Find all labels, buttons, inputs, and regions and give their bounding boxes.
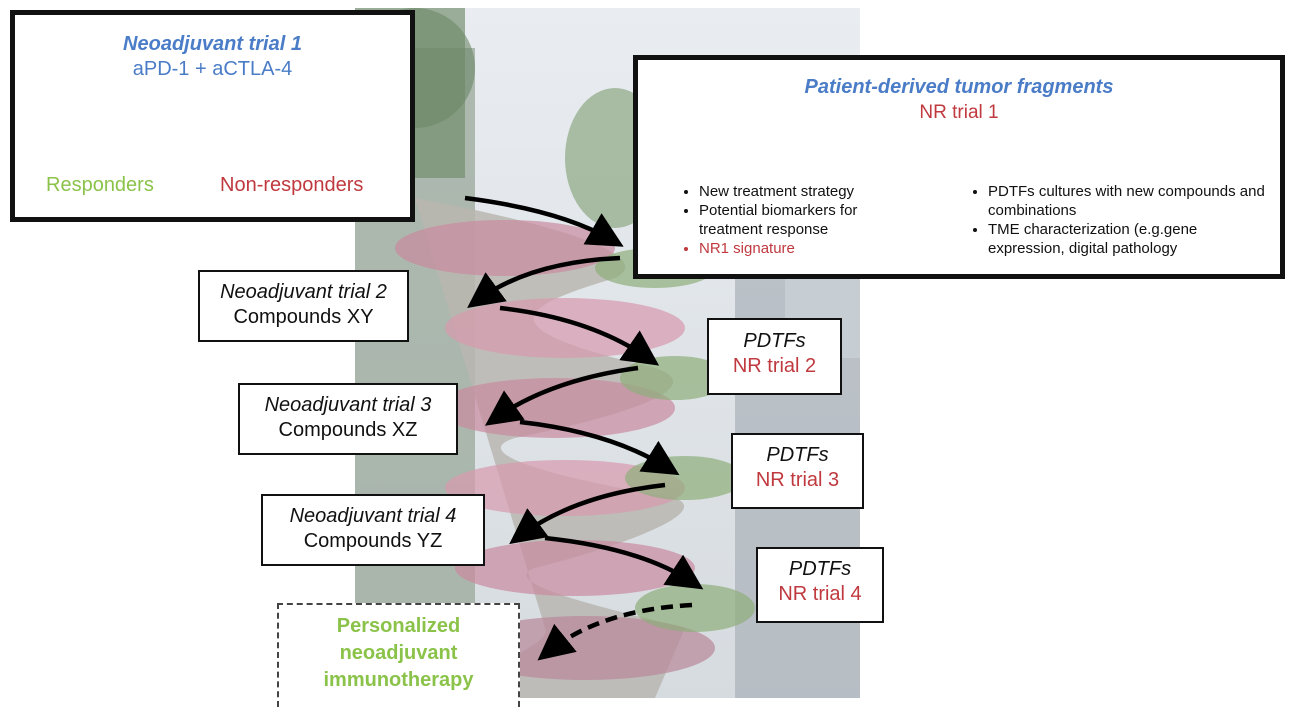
pdtf-main-box: Patient-derived tumor fragments NR trial… xyxy=(633,55,1285,279)
curved-arrow-4 xyxy=(484,365,639,426)
personalized-immunotherapy-box: Personalized neoadjuvant immunotherapy xyxy=(277,603,520,707)
outcome-line-2: neoadjuvant xyxy=(339,642,458,664)
trial-2-title: Neoadjuvant trial 2 xyxy=(220,281,387,303)
curved-arrow-1 xyxy=(464,195,624,247)
responders-label: Responders xyxy=(46,174,154,196)
bullet-tme-characterization: TME characterization (e.g.gene expressio… xyxy=(988,220,1273,258)
trial-3-title: Neoadjuvant trial 3 xyxy=(264,394,432,416)
pdtf-4-box: PDTFs NR trial 4 xyxy=(756,547,884,623)
trial-4-title: Neoadjuvant trial 4 xyxy=(289,505,457,527)
right-bullet-list: PDTFs cultures with new compounds and co… xyxy=(972,182,1273,258)
outcome-line-1: Personalized xyxy=(336,615,461,637)
outcome-line-3: immunotherapy xyxy=(323,669,474,691)
trial-2-compounds: Compounds XY xyxy=(233,306,374,328)
curved-arrow-7 xyxy=(544,535,704,590)
pdtf-2-box: PDTFs NR trial 2 xyxy=(707,318,842,395)
non-responders-label: Non-responders xyxy=(220,174,364,196)
bullet-pdtf-cultures: PDTFs cultures with new compounds and co… xyxy=(988,182,1273,220)
trial-1-title: Neoadjuvant trial 1 xyxy=(123,33,302,55)
pdtf-3-title: PDTFs xyxy=(766,444,829,466)
trial-3-compounds: Compounds XZ xyxy=(278,419,418,441)
trial-4-compounds: Compounds YZ xyxy=(303,530,443,552)
trial-4-box: Neoadjuvant trial 4 Compounds YZ xyxy=(261,494,485,566)
pdtf-3-trial: NR trial 3 xyxy=(755,469,840,491)
trial-1-box: Neoadjuvant trial 1 aPD-1 + aCTLA-4 xyxy=(10,10,415,222)
bullet-nr1-signature: NR1 signature xyxy=(699,239,899,258)
pdtf-4-title: PDTFs xyxy=(788,558,852,580)
pdtf-main-title: Patient-derived tumor fragments xyxy=(804,76,1114,98)
pdtf-2-title: PDTFs xyxy=(743,330,806,352)
dashed-curved-arrow-final xyxy=(537,602,693,661)
pdtf-main-subtitle: NR trial 1 xyxy=(919,102,999,123)
pdtf-4-trial: NR trial 4 xyxy=(778,583,862,605)
curved-arrow-5 xyxy=(519,419,680,476)
trial-1-treatment: aPD-1 + aCTLA-4 xyxy=(132,58,293,80)
pdtf-2-trial: NR trial 2 xyxy=(732,355,817,377)
curved-arrow-3 xyxy=(499,305,660,366)
trial-2-box: Neoadjuvant trial 2 Compounds XY xyxy=(198,270,409,342)
bullet-new-treatment: New treatment strategy xyxy=(699,182,899,201)
curved-arrow-6 xyxy=(509,482,666,545)
trial-3-box: Neoadjuvant trial 3 Compounds XZ xyxy=(238,383,458,455)
curved-arrow-2 xyxy=(467,255,621,308)
bullet-biomarkers: Potential biomarkers for treatment respo… xyxy=(699,201,899,239)
pdtf-3-box: PDTFs NR trial 3 xyxy=(731,433,864,509)
left-bullet-list: New treatment strategy Potential biomark… xyxy=(683,182,899,258)
